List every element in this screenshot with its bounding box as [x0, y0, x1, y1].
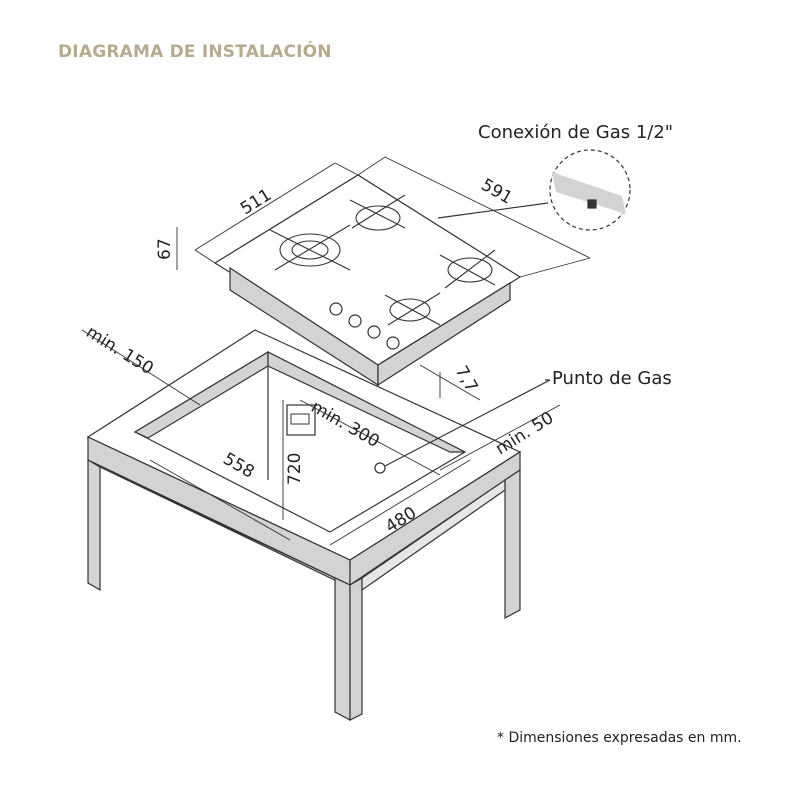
- dim-width: 511: [237, 185, 275, 219]
- gas-point-icon: [374, 462, 386, 474]
- dim-height: 67: [155, 238, 175, 260]
- page-title: DIAGRAMA DE INSTALACIÓN: [58, 42, 332, 62]
- dim-min-150: min. 150: [82, 322, 156, 379]
- dim-glass: 7,7: [451, 363, 482, 396]
- dim-min-50: min. 50: [492, 408, 557, 459]
- gas-connection-label: Conexión de Gas 1/2": [478, 122, 674, 143]
- dim-720: 720: [285, 453, 305, 485]
- dimension-lines: [81, 156, 591, 546]
- countertop-cabinet: [86, 329, 551, 721]
- control-knobs: [329, 302, 400, 350]
- gas-point-label: Punto de Gas: [552, 368, 672, 389]
- cooktop: [213, 149, 631, 387]
- dim-depth: 591: [478, 175, 516, 209]
- dimensions-note: * Dimensiones expresadas en mm.: [497, 730, 742, 746]
- burner-grates: [269, 194, 496, 326]
